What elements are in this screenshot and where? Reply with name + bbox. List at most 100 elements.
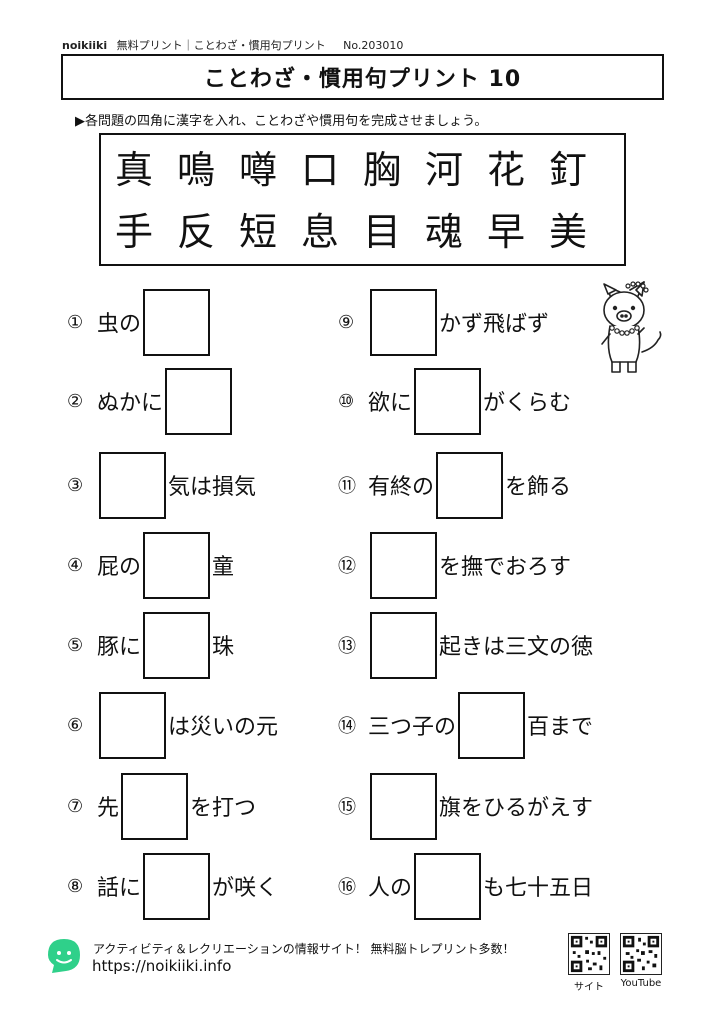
question-text-after: 珠 bbox=[212, 635, 235, 660]
answer-box[interactable] bbox=[370, 531, 437, 599]
question-12: ⑫ を撫でおろす bbox=[338, 531, 572, 599]
question-text-before: 欲に bbox=[368, 391, 413, 416]
question-text-before: ぬかに bbox=[97, 391, 164, 416]
question-number: ⑦ bbox=[67, 795, 84, 817]
answer-box[interactable] bbox=[436, 451, 504, 519]
question-14: ⑭ 三つ子の 百まで bbox=[338, 691, 594, 759]
question-text-before: 豚に bbox=[97, 635, 142, 660]
question-6: ⑥ は災いの元 bbox=[67, 691, 279, 759]
question-7: ⑦ 先 を打つ bbox=[67, 772, 257, 840]
header-line: noikiiki 無料プリント｜ことわざ・慣用句プリント No.203010 bbox=[62, 37, 403, 53]
question-text-after: 童 bbox=[212, 555, 235, 580]
youtube-qr-code-icon bbox=[620, 933, 662, 975]
question-text-before: 屁の bbox=[97, 555, 142, 580]
question-9: ⑨ かず飛ばず bbox=[338, 288, 549, 356]
question-number: ⑨ bbox=[338, 311, 355, 333]
answer-box[interactable] bbox=[143, 611, 211, 679]
answer-box[interactable] bbox=[121, 772, 189, 840]
question-text-after: を撫でおろす bbox=[439, 555, 572, 580]
question-16: ⑯ 人の も七十五日 bbox=[338, 852, 594, 920]
qr-label-youtube: YouTube bbox=[620, 978, 662, 989]
question-text-after: 百まで bbox=[527, 715, 594, 740]
answer-box[interactable] bbox=[414, 367, 482, 435]
answer-box[interactable] bbox=[414, 852, 482, 920]
question-text-before: 有終の bbox=[368, 475, 435, 500]
kanji-choice: 口 bbox=[300, 148, 339, 192]
question-13: ⑬ 起きは三文の徳 bbox=[338, 611, 594, 679]
question-number: ⑭ bbox=[338, 716, 356, 737]
question-text-after: がくらむ bbox=[483, 391, 572, 416]
answer-box[interactable] bbox=[370, 288, 437, 356]
instruction-text: ▶各問題の四角に漢字を入れ、ことわざや慣用句を完成させましょう。 bbox=[75, 114, 488, 129]
answer-box[interactable] bbox=[143, 288, 211, 356]
question-5: ⑤ 豚に 珠 bbox=[67, 611, 235, 679]
kanji-choice: 手 bbox=[114, 210, 153, 254]
question-text-after: を打つ bbox=[190, 796, 257, 821]
question-10: ⑩ 欲に がくらむ bbox=[338, 367, 572, 435]
question-number: ⑬ bbox=[338, 636, 356, 657]
kanji-choice: 真 bbox=[114, 148, 153, 192]
kanji-choice: 花 bbox=[486, 148, 525, 192]
question-number: ③ bbox=[67, 474, 84, 496]
kanji-choice: 反 bbox=[176, 210, 215, 254]
site-qr-code-icon bbox=[568, 933, 610, 975]
pig-illustration-icon bbox=[601, 281, 662, 373]
print-category: 無料プリント｜ことわざ・慣用句プリント bbox=[116, 39, 326, 52]
kanji-choice: 目 bbox=[362, 210, 401, 254]
page-title: ことわざ・慣用句プリント 10 bbox=[61, 54, 664, 100]
question-number: ⑥ bbox=[67, 714, 84, 736]
kanji-choice: 早 bbox=[486, 210, 525, 254]
question-text-after: 旗をひるがえす bbox=[439, 796, 594, 821]
question-4: ④ 屁の 童 bbox=[67, 531, 235, 599]
kanji-choice: 美 bbox=[548, 210, 587, 254]
question-11: ⑪ 有終の を飾る bbox=[338, 451, 572, 519]
kanji-choice-box: 真 鳴 噂 口 胸 河 花 釘 手 反 短 息 目 魂 早 美 bbox=[99, 133, 626, 266]
question-text-after: 気は損気 bbox=[168, 475, 257, 500]
kanji-choice: 鳴 bbox=[176, 148, 215, 192]
footer-url-link[interactable]: https://noikiiki.info bbox=[92, 957, 232, 975]
question-text-after: は災いの元 bbox=[168, 715, 279, 740]
qr-label-site: サイト bbox=[574, 982, 604, 993]
question-number: ⑫ bbox=[338, 556, 356, 577]
kanji-choice: 短 bbox=[238, 210, 277, 254]
question-text-after: が咲く bbox=[212, 876, 279, 901]
question-8: ⑧ 話に が咲く bbox=[67, 852, 279, 920]
brand-name: noikiiki bbox=[62, 39, 108, 52]
answer-box[interactable] bbox=[143, 852, 211, 920]
question-3: ③ 気は損気 bbox=[67, 451, 257, 519]
kanji-choice: 釘 bbox=[548, 148, 587, 192]
question-number: ⑯ bbox=[338, 877, 356, 898]
answer-box[interactable] bbox=[99, 451, 166, 519]
question-15: ⑮ 旗をひるがえす bbox=[338, 772, 594, 840]
kanji-choice: 息 bbox=[300, 210, 339, 254]
answer-box[interactable] bbox=[143, 531, 211, 599]
question-number: ⑮ bbox=[338, 797, 356, 818]
question-number: ② bbox=[67, 390, 84, 412]
noikiiki-logo-icon bbox=[48, 939, 80, 973]
question-number: ⑪ bbox=[338, 476, 356, 497]
answer-box[interactable] bbox=[99, 691, 166, 759]
question-number: ⑧ bbox=[67, 875, 84, 897]
question-text-before: 話に bbox=[97, 876, 142, 901]
question-2: ② ぬかに bbox=[67, 367, 234, 435]
kanji-choice: 河 bbox=[424, 148, 463, 192]
question-text-before: 三つ子の bbox=[368, 715, 457, 740]
answer-box[interactable] bbox=[458, 691, 526, 759]
kanji-choice: 胸 bbox=[362, 148, 401, 192]
kanji-row-2: 手 反 短 息 目 魂 早 美 bbox=[101, 207, 624, 257]
answer-box[interactable] bbox=[370, 772, 437, 840]
kanji-choice: 魂 bbox=[424, 210, 463, 254]
answer-box[interactable] bbox=[370, 611, 437, 679]
question-number: ⑤ bbox=[67, 634, 84, 656]
print-number: No.203010 bbox=[343, 39, 404, 52]
question-text-after: 起きは三文の徳 bbox=[439, 635, 594, 660]
footer-tagline: アクティビティ＆レクリエーションの情報サイト！ 無料脳トレプリント多数！ bbox=[93, 942, 515, 956]
question-text-after: も七十五日 bbox=[483, 876, 594, 901]
question-number: ① bbox=[67, 311, 84, 333]
question-text-after: を飾る bbox=[505, 475, 572, 500]
answer-box[interactable] bbox=[165, 367, 233, 435]
question-text-before: 人の bbox=[368, 876, 413, 901]
question-1: ① 虫の bbox=[67, 288, 212, 356]
kanji-row-1: 真 鳴 噂 口 胸 河 花 釘 bbox=[101, 145, 624, 195]
question-text-before: 虫の bbox=[97, 312, 142, 337]
